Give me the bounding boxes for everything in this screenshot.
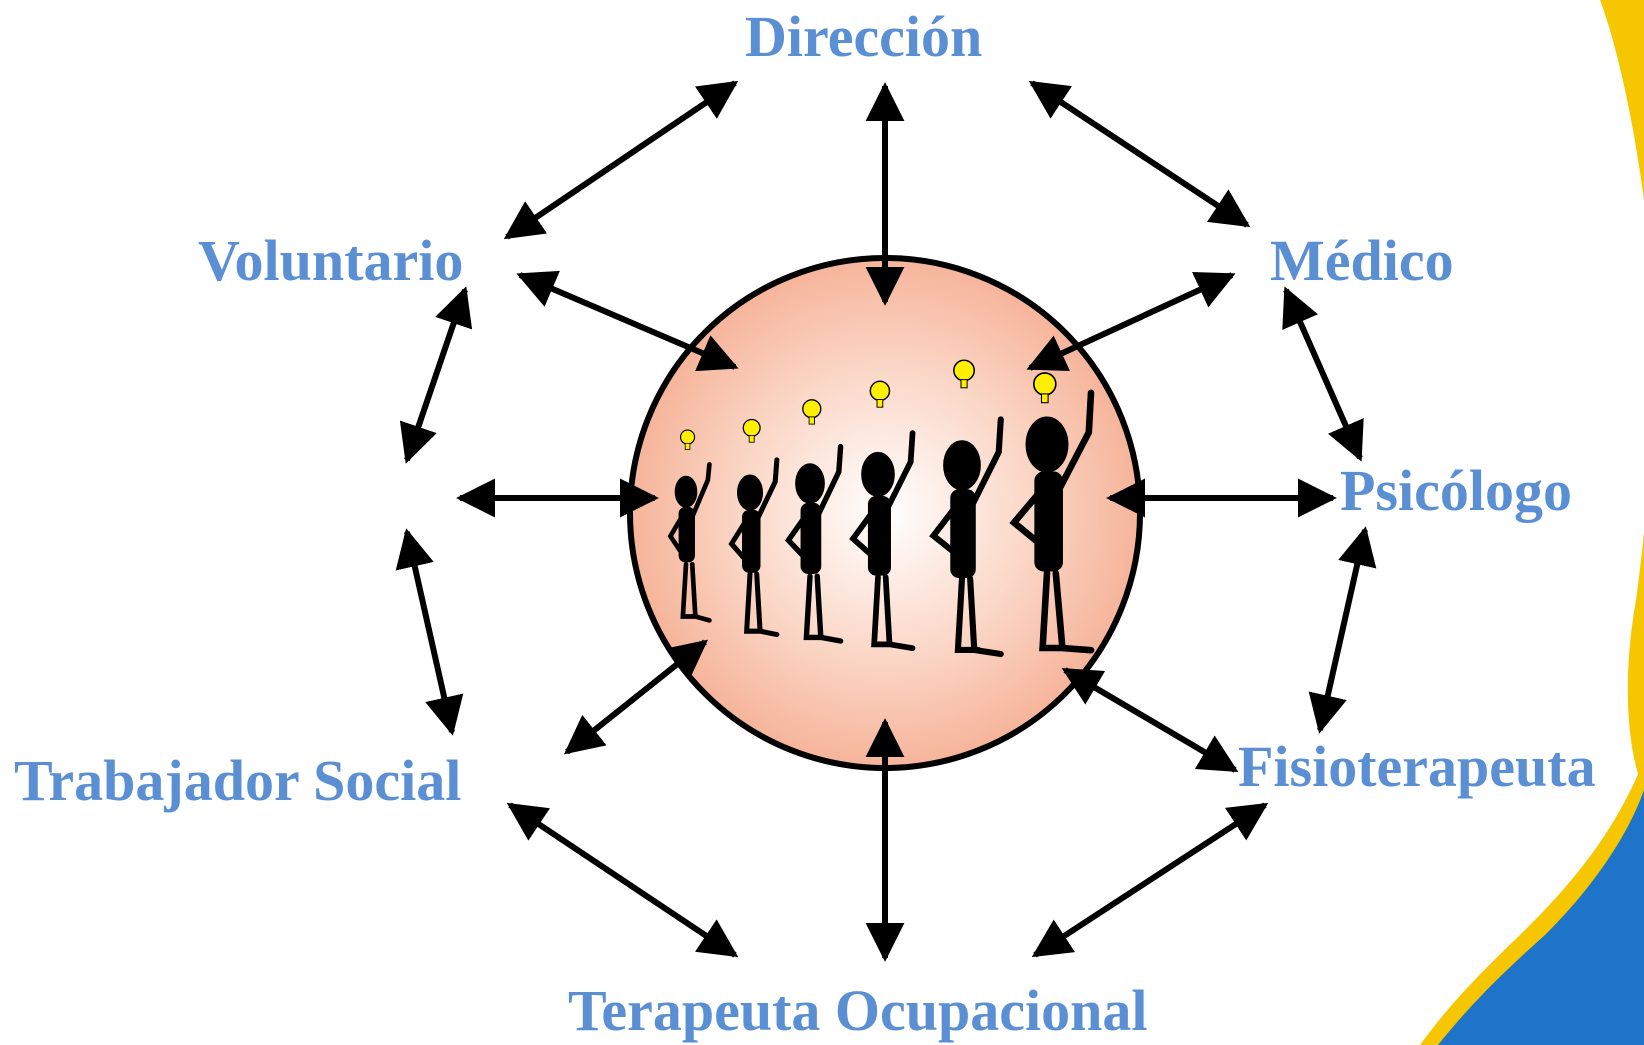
node-fisioterapeuta: Fisioterapeuta (1238, 734, 1596, 799)
team-with-ideas-icon (667, 359, 1095, 658)
arrow-mid-trabajador (395, 528, 464, 736)
arrow-center-trabajador (563, 639, 709, 755)
node-psicologo: Psicólogo (1340, 458, 1572, 523)
arrow-fisio-center (1061, 667, 1239, 773)
corner-decoration (1420, 0, 1644, 1045)
node-medico: Médico (1270, 228, 1454, 293)
arrow-voluntario-mid (399, 286, 473, 464)
node-voluntario: Voluntario (198, 228, 464, 293)
arrow-direccion-medico (1028, 80, 1251, 228)
arrow-medico-center (1026, 271, 1236, 372)
arrow-direccion-voluntario (503, 80, 739, 240)
arrow-psicologo-fisio (1308, 526, 1377, 734)
connector-arrows (395, 80, 1377, 962)
node-trabajador-social: Trabajador Social (14, 748, 462, 813)
node-terapeuta-ocupacional: Terapeuta Ocupacional (568, 978, 1148, 1043)
node-direccion: Dirección (745, 4, 983, 69)
arrow-medico-psicologo (1282, 286, 1364, 462)
arrow-trabajador-terapeuta (506, 802, 739, 958)
arrow-fisio-terapeuta (1031, 802, 1269, 958)
arrow-voluntario-center (516, 270, 739, 372)
